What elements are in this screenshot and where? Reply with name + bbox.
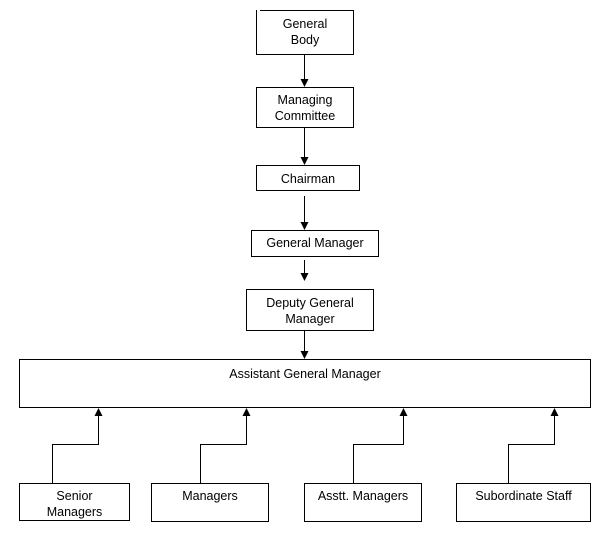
arrowhead-committee-to-chairman	[300, 157, 309, 165]
general-manager-box: General Manager	[251, 230, 379, 257]
arrowhead-dgm-to-agm	[300, 351, 309, 359]
managers-label: Managers	[182, 489, 238, 503]
subordinate-staff-box: Subordinate Staff	[456, 483, 591, 522]
general-body-top-edge	[260, 10, 354, 11]
general-body-box: General Body	[256, 10, 354, 55]
elbow-asstt-managers	[353, 415, 404, 483]
managing-committee-label: Managing Committee	[274, 93, 336, 123]
senior-managers-label: Senior Managers	[46, 489, 103, 519]
asstt-managers-label: Asstt. Managers	[317, 489, 409, 503]
elbow-subordinate-staff	[508, 415, 555, 483]
subordinate-staff-label: Subordinate Staff	[475, 489, 572, 503]
general-body-label: General Body	[282, 17, 328, 47]
arrowhead-senior-managers	[94, 408, 103, 416]
elbow-senior-managers	[52, 415, 99, 483]
elbow-managers	[200, 415, 247, 483]
arrowhead-managers	[242, 408, 251, 416]
deputy-general-manager-label: Deputy General Manager	[266, 296, 354, 326]
chairman-label: Chairman	[280, 172, 336, 186]
managers-box: Managers	[151, 483, 269, 522]
asstt-managers-box: Asstt. Managers	[304, 483, 422, 522]
senior-managers-box: Senior Managers	[19, 483, 130, 521]
arrowhead-body-to-committee	[300, 79, 309, 87]
assistant-general-manager-label: Assistant General Manager	[229, 367, 381, 381]
arrowhead-gm-to-dgm	[300, 273, 309, 281]
managing-committee-box: Managing Committee	[256, 87, 354, 128]
deputy-general-manager-box: Deputy General Manager	[246, 289, 374, 331]
arrowhead-chairman-to-gm	[300, 222, 309, 230]
arrowhead-asstt-managers	[399, 408, 408, 416]
chairman-box: Chairman	[256, 165, 360, 191]
assistant-general-manager-box: Assistant General Manager	[19, 359, 591, 408]
general-manager-label: General Manager	[266, 236, 364, 250]
arrowhead-subordinate-staff	[550, 408, 559, 416]
